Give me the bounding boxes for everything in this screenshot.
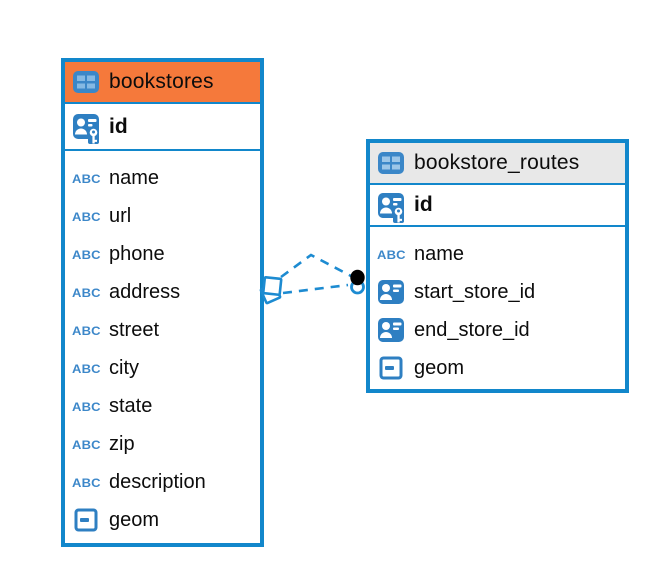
column-row[interactable]: ABC name <box>65 159 260 197</box>
entity-table-bookstore-routes[interactable]: bookstore_routes id <box>366 139 629 393</box>
column-label: id <box>109 114 128 138</box>
primary-key-icon <box>72 108 100 145</box>
column-label: geom <box>414 356 465 379</box>
column-row[interactable]: ABC street <box>65 311 260 349</box>
column-label: address <box>109 280 181 303</box>
column-label: url <box>109 204 132 227</box>
column-row[interactable]: ABC url <box>65 197 260 235</box>
column-row[interactable]: start_store_id <box>370 273 625 311</box>
column-label: start_store_id <box>414 280 536 303</box>
table-header-bookstores[interactable]: bookstores <box>65 62 260 104</box>
text-type-icon: ABC <box>72 170 101 186</box>
table-header-bookstore-routes[interactable]: bookstore_routes <box>370 143 625 185</box>
column-label: city <box>109 356 139 379</box>
column-row[interactable]: end_store_id <box>370 311 625 349</box>
column-row-id[interactable]: id <box>370 185 625 227</box>
column-label: geom <box>109 508 160 531</box>
column-label: name <box>414 242 465 265</box>
column-row-id[interactable]: id <box>65 104 260 151</box>
column-row[interactable]: geom <box>370 349 625 387</box>
primary-key-icon <box>377 187 405 224</box>
column-row[interactable]: ABC address <box>65 273 260 311</box>
column-label: phone <box>109 242 165 265</box>
text-type-icon: ABC <box>72 398 101 414</box>
text-type-icon: ABC <box>72 208 101 224</box>
reference-id-icon <box>377 279 405 305</box>
table-icon <box>377 151 405 175</box>
text-type-icon: ABC <box>72 284 101 300</box>
geometry-type-icon <box>377 356 405 380</box>
column-label: state <box>109 394 153 417</box>
column-label: end_store_id <box>414 318 530 341</box>
text-type-icon: ABC <box>72 360 101 376</box>
text-type-icon: ABC <box>72 322 101 338</box>
column-row[interactable]: ABC description <box>65 463 260 501</box>
table-title: bookstores <box>109 70 214 93</box>
text-type-icon: ABC <box>72 474 101 490</box>
column-label: name <box>109 166 160 189</box>
column-list: ABC name start_store_id <box>370 227 625 387</box>
column-label: street <box>109 318 160 341</box>
connection-endpoint-marker <box>350 269 365 295</box>
column-row[interactable]: ABC zip <box>65 425 260 463</box>
column-label: zip <box>109 432 135 455</box>
column-row[interactable]: ABC name <box>370 235 625 273</box>
column-row[interactable]: ABC city <box>65 349 260 387</box>
column-label: id <box>414 193 433 216</box>
relationship-line-upper <box>280 253 352 279</box>
text-type-icon: ABC <box>72 436 101 452</box>
entity-table-bookstores[interactable]: bookstores id A <box>61 58 264 547</box>
geometry-type-icon <box>72 508 100 532</box>
column-row[interactable]: ABC phone <box>65 235 260 273</box>
table-icon <box>72 70 100 94</box>
text-type-icon: ABC <box>72 246 101 262</box>
column-label: description <box>109 470 206 493</box>
text-type-icon: ABC <box>377 246 406 262</box>
column-row[interactable]: geom <box>65 501 260 539</box>
table-title: bookstore_routes <box>414 151 580 174</box>
relationship-line-lower <box>282 283 349 295</box>
column-list: ABC name ABC url ABC phone ABC address A… <box>65 151 260 539</box>
column-row[interactable]: ABC state <box>65 387 260 425</box>
reference-id-icon <box>377 317 405 343</box>
